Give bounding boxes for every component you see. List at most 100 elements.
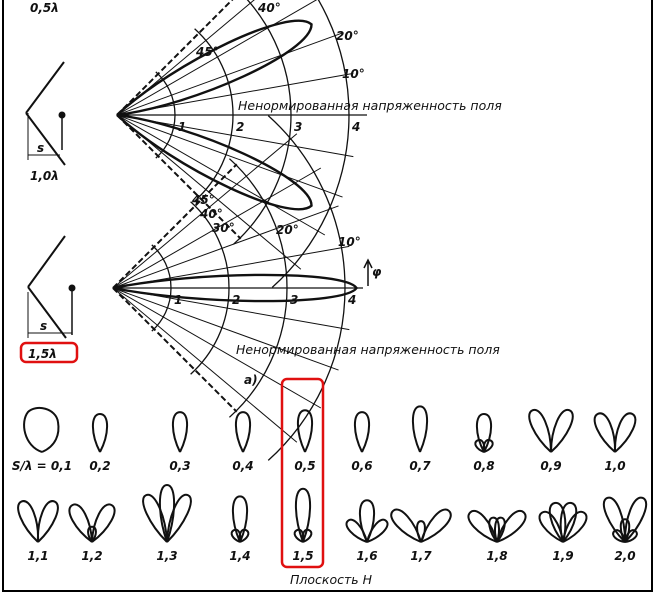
polar-ray — [112, 167, 322, 289]
pattern-label: 1,3 — [156, 549, 177, 563]
pattern-lobe — [528, 409, 552, 453]
pattern-lobe — [301, 528, 313, 543]
polar-arc — [151, 244, 172, 332]
main-lobe — [112, 273, 359, 303]
angle-label: 20° — [276, 223, 299, 237]
pattern-label: 1,6 — [356, 549, 377, 563]
pattern-label: 1,8 — [486, 549, 507, 563]
pattern-lobe — [91, 503, 116, 543]
pattern-item: 2,0 — [602, 496, 648, 563]
pattern-item: 0,8 — [473, 412, 495, 473]
pattern-label: 1,5 — [292, 549, 313, 563]
polar-arc — [155, 71, 176, 159]
pattern-lobe — [158, 483, 176, 543]
pattern-label: 0,8 — [473, 459, 494, 473]
pattern-item: S/λ = 0,1 — [12, 406, 72, 473]
polar-ray — [112, 287, 339, 371]
pattern-item: 1,8 — [467, 509, 527, 563]
pattern-item: 1,5 — [292, 487, 314, 563]
pattern-label: 0,6 — [351, 459, 372, 473]
polar-arc — [194, 28, 234, 202]
pattern-label: 0,9 — [540, 459, 561, 473]
pattern-label: 0,4 — [232, 459, 253, 473]
highlight-box-column — [280, 377, 325, 569]
pattern-lobe — [420, 508, 452, 543]
pattern-label: 1,9 — [552, 549, 573, 563]
pattern-lobe — [68, 503, 93, 543]
pattern-lobe — [238, 528, 250, 543]
radial-tick-label: 3 — [294, 120, 302, 134]
phi-arrow-icon — [363, 258, 373, 286]
pattern-item: 1,7 — [390, 508, 452, 563]
polar-arc — [190, 201, 230, 375]
pattern-lobe — [23, 406, 60, 453]
pattern-lobe — [353, 411, 371, 453]
pattern-lobe — [488, 516, 500, 543]
polar-arc — [232, 0, 292, 245]
pattern-label: 1,4 — [229, 549, 250, 563]
polar-ray — [112, 287, 322, 409]
pattern-lobe — [559, 501, 578, 543]
pattern-label: 0,5 — [294, 459, 315, 473]
pattern-label: 1,2 — [81, 549, 102, 563]
polar-ray — [116, 32, 343, 116]
axis-caption-top: Ненормированная напряженность поля — [238, 98, 502, 113]
pattern-lobe — [231, 495, 249, 543]
angle-label: 10° — [342, 67, 365, 81]
angle-label: 45° — [195, 45, 219, 59]
pattern-label: 0,7 — [409, 459, 431, 473]
pattern-lobe — [234, 411, 252, 453]
patterns-caption: Плоскость H — [290, 572, 373, 587]
polar-ray — [116, 0, 318, 116]
pattern-lobe — [36, 500, 59, 543]
pattern-lobe — [366, 518, 389, 543]
pattern-lobe — [496, 509, 527, 543]
pattern-item: 0,5 — [294, 409, 316, 473]
pattern-item: 1,4 — [229, 495, 251, 563]
pattern-item: 0,2 — [89, 412, 111, 473]
pattern-lobe — [550, 409, 574, 453]
prev-spacing-label: 0,5λ — [30, 1, 59, 15]
spacing-label-top: 1,0λ — [30, 169, 59, 183]
pattern-lobe — [602, 496, 627, 543]
pattern-lobe — [482, 438, 494, 453]
pattern-lobe — [91, 412, 109, 453]
s-label-top: s — [37, 141, 44, 155]
highlight-box-spacing — [19, 341, 79, 364]
pattern-item: 1,2 — [68, 503, 116, 563]
pattern-item: 1,1 — [17, 500, 59, 563]
angle-label: 40° — [199, 207, 223, 221]
polar-ray — [112, 287, 298, 443]
angle-label: 10° — [338, 235, 361, 249]
angle-label: 30° — [212, 221, 235, 235]
polar-ray — [116, 0, 234, 116]
pattern-lobe — [411, 405, 429, 453]
angle-label: 20° — [336, 29, 359, 43]
radial-tick-label: 2 — [236, 120, 244, 134]
pattern-label: 0,2 — [89, 459, 110, 473]
phi-label: φ — [372, 265, 382, 279]
polar-ray — [112, 205, 339, 289]
pattern-label: 1,7 — [410, 549, 432, 563]
polar-ray — [116, 114, 326, 236]
radial-tick-label: 4 — [351, 120, 360, 134]
pattern-lobe — [17, 500, 40, 543]
pattern-lobe — [623, 496, 648, 543]
pattern-item: 0,9 — [528, 409, 574, 473]
pattern-lobe — [613, 412, 637, 453]
polar-ray — [112, 163, 238, 289]
pattern-item: 0,3 — [169, 411, 191, 473]
pattern-label: 1,1 — [27, 549, 48, 563]
pattern-item: 1,6 — [345, 499, 389, 563]
polar-ray — [116, 114, 242, 240]
polar-ray — [116, 114, 343, 198]
angle-label: 40° — [257, 1, 281, 15]
axis-caption-bottom: Ненормированная напряженность поля — [236, 342, 500, 357]
pattern-label: 2,0 — [614, 549, 635, 563]
pattern-lobe — [593, 412, 617, 453]
dipole-sketch-bottom — [27, 235, 76, 339]
pattern-lobe — [612, 529, 626, 543]
polar-ray — [112, 287, 238, 413]
